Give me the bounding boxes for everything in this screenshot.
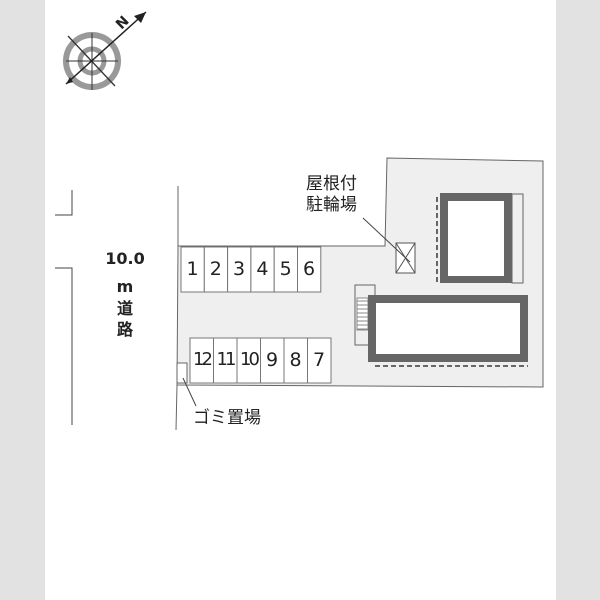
parking-space-number: 11: [216, 349, 237, 370]
road-label-1: 道: [116, 299, 133, 318]
parking-space-number: 8: [289, 349, 302, 371]
parking-space-number: 2: [209, 258, 222, 280]
parking-space: [297, 246, 322, 293]
parking-space-number: 9: [265, 349, 279, 371]
left-margin: [0, 0, 45, 600]
bike-parking-label-line2: 駐輪場: [306, 195, 357, 215]
road-label-2: 路: [116, 320, 133, 339]
road-width: 10.0: [105, 249, 145, 268]
building-1: [436, 193, 524, 284]
road-unit: m: [116, 277, 134, 296]
parking-space: [307, 337, 332, 384]
parking-space-number: 6: [302, 258, 316, 280]
garbage-area-marker: [176, 362, 188, 384]
bike-parking-label-line1: 屋根付: [306, 174, 357, 194]
parking-space-number: 10: [240, 349, 260, 370]
building-2: [354, 284, 528, 367]
right-margin: [556, 0, 600, 600]
parking-space-number: 3: [233, 258, 246, 280]
road-edge: [55, 190, 73, 425]
parking-space-number: 1: [186, 258, 199, 280]
parking-space-number: 5: [279, 258, 292, 280]
compass-icon: [63, 11, 147, 90]
parking-space-number: 4: [256, 258, 269, 280]
parking-space-number: 12: [193, 349, 213, 370]
garbage-label: ゴミ置場: [193, 408, 261, 428]
parking-space-number: 7: [312, 349, 326, 371]
